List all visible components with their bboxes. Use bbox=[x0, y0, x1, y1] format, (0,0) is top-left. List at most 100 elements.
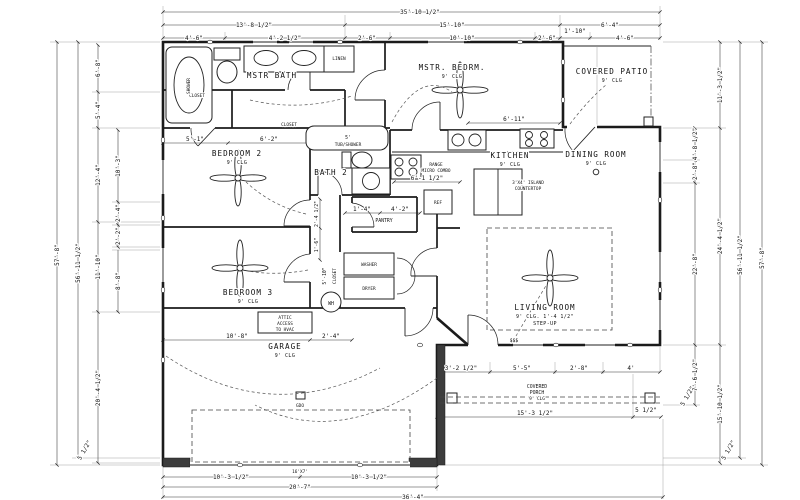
garage-door bbox=[190, 409, 411, 469]
dim-interior: 1'-6" bbox=[314, 238, 320, 253]
masonry-piers bbox=[162, 344, 446, 468]
dim-right-overall: 57'-8" bbox=[759, 247, 766, 269]
tub-size-label: 5' bbox=[345, 135, 351, 141]
dim-bottom: 10'-3 1/2" bbox=[213, 474, 249, 481]
outlet-icons bbox=[160, 39, 663, 468]
tub-type-label: TUB/SHOWER bbox=[335, 142, 362, 148]
dim-left: 20'-4 1/2" bbox=[95, 370, 102, 406]
dim-right: 22'-8" bbox=[692, 253, 699, 275]
toilet2-tank bbox=[341, 151, 352, 169]
refrigerator bbox=[423, 189, 453, 215]
ceiling-fan-icon bbox=[211, 239, 269, 297]
fixtures bbox=[165, 45, 656, 404]
linen-closet bbox=[323, 45, 355, 73]
garage-door-opener bbox=[295, 391, 306, 400]
dim-top: 1'-10" bbox=[564, 28, 586, 35]
dim-right: 15'-10 1/2" bbox=[717, 384, 724, 424]
dryer-label: DRYER bbox=[362, 286, 376, 292]
dim-left: 2'-2" bbox=[115, 227, 122, 245]
linen-label: LINEN bbox=[332, 56, 346, 62]
ceiling-fan-icon bbox=[209, 149, 267, 207]
slab-lines bbox=[440, 227, 660, 404]
dim-right: 7'-6 1/2" bbox=[692, 359, 699, 392]
dim-interior: 6'-1 1/2" bbox=[411, 175, 444, 182]
step-up-ceiling-break bbox=[486, 227, 613, 331]
room-label-dining: DINING ROOM bbox=[565, 150, 626, 159]
dim-top: 2'-6" bbox=[358, 35, 376, 42]
dim-bottom-total: 20'-7" bbox=[289, 484, 311, 491]
step-up-label: STEP-UP bbox=[533, 321, 557, 327]
room-label-covered-patio: COVERED PATIO bbox=[576, 67, 648, 76]
dimension-lines bbox=[55, 10, 764, 499]
bath2-vanity bbox=[351, 167, 391, 195]
dim-right: 5 1/2" bbox=[679, 385, 696, 407]
dryer bbox=[343, 276, 395, 300]
water-heater bbox=[320, 291, 342, 313]
toilet2-bowl bbox=[351, 151, 373, 169]
dim-right: 2'-8" bbox=[692, 162, 699, 180]
ceiling-label: 9' CLG bbox=[238, 299, 258, 305]
attic-label-2: ACCESS bbox=[277, 321, 293, 327]
ceiling-label: 9' CLG bbox=[500, 162, 520, 168]
dim-interior: 6'-2" bbox=[260, 136, 278, 143]
ceiling-label: 9' CLG bbox=[275, 353, 295, 359]
patio-post bbox=[643, 116, 654, 127]
dim-left: 6'-8" bbox=[95, 59, 102, 77]
closet-label: CLOSET bbox=[281, 122, 297, 128]
ceiling-label: 9' CLG bbox=[602, 78, 622, 84]
ceiling-label: 9' CLG bbox=[586, 161, 606, 167]
dim-left-inner: 56'-11 1/2" bbox=[75, 243, 82, 283]
room-label-mstr-bath: MSTR BATH bbox=[247, 71, 297, 80]
range-label-2: MICRO COMBO bbox=[421, 168, 450, 174]
room-label-porch2: PORCH bbox=[530, 390, 545, 396]
dim-porch-bottom: 5 1/2" bbox=[635, 407, 657, 414]
dim-bottom: 10'-3 1/2" bbox=[351, 474, 387, 481]
switch-icons: $$$ bbox=[510, 338, 519, 344]
gdo-label: GDO bbox=[296, 403, 304, 409]
dim-right: 4'-8 1/2" bbox=[692, 128, 699, 161]
dim-left: 2'-4" bbox=[115, 204, 122, 222]
dim-top: 10'-10" bbox=[449, 35, 474, 42]
washer-label: WASHER bbox=[361, 262, 377, 268]
dim-left-overall: 57'-8" bbox=[54, 244, 61, 266]
prep-sink bbox=[519, 128, 555, 149]
dim-left: 11'-10" bbox=[95, 254, 102, 279]
dim-interior: 2'-4" bbox=[322, 333, 340, 340]
ceiling-fan-icon bbox=[431, 61, 489, 119]
dim-right: 11'-3 1/2" bbox=[717, 67, 724, 103]
ceiling-label: 9' CLG bbox=[442, 74, 462, 80]
dim-right-inner: 56'-11 1/2" bbox=[737, 235, 744, 275]
dim-porch: 5'-5" bbox=[513, 365, 531, 372]
ceiling-label: 9' CLG bbox=[227, 160, 247, 166]
attic-label-3: TO HVAC bbox=[276, 327, 295, 333]
room-label-mstr-bedrm: MSTR. BEDRM. bbox=[419, 63, 486, 72]
ceiling-label: 9' CLG bbox=[529, 396, 545, 402]
room-label-pantry: PANTRY bbox=[375, 218, 392, 224]
dim-interior: 10'-8" bbox=[226, 333, 248, 340]
shower-label: SHOWER bbox=[186, 78, 192, 94]
dim-top: 4'-6" bbox=[616, 35, 634, 42]
dim-top: 2'-6" bbox=[538, 35, 556, 42]
room-label-bath2: BATH 2 bbox=[314, 168, 347, 177]
dim-left: 8'-8" bbox=[115, 272, 122, 290]
fridge-label: REF bbox=[434, 200, 442, 206]
window-icons bbox=[160, 39, 663, 348]
ceiling-label: 9' CLG. 1'-4 1/2" bbox=[516, 314, 574, 320]
toilet-bowl bbox=[216, 60, 238, 84]
porch-post bbox=[446, 392, 458, 404]
dim-porch: 3'-2 1/2" bbox=[445, 365, 478, 372]
room-label-kitchen: KITCHEN bbox=[490, 151, 529, 160]
covered-patio-outline bbox=[563, 45, 654, 127]
dim-top: 6'-4" bbox=[601, 22, 619, 29]
closet-label: CLOSET bbox=[189, 93, 205, 99]
ceiling-fans bbox=[209, 61, 579, 307]
dim-bottom-overall: 36'-4" bbox=[402, 494, 424, 500]
dim-top: 15'-10" bbox=[439, 22, 464, 29]
dim-interior: 5'-1" bbox=[186, 136, 204, 143]
dim-right: 24'-4 1/2" bbox=[717, 218, 724, 254]
dim-left: 10'-3" bbox=[115, 155, 122, 177]
dim-top-overall: 35'-10 1/2" bbox=[400, 9, 440, 16]
dim-interior: 4'-2" bbox=[391, 206, 409, 213]
dim-top: 4'-6" bbox=[185, 35, 203, 42]
